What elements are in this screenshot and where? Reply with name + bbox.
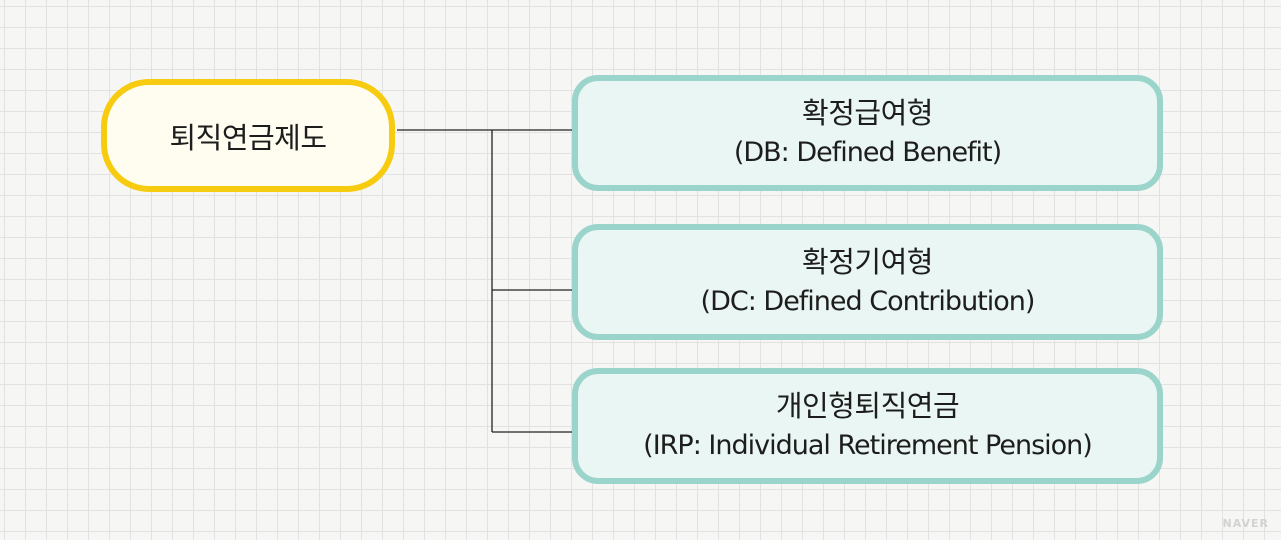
root-node-retirement-pension: 퇴직연금제도	[101, 79, 395, 192]
naver-watermark: NAVER	[1222, 517, 1269, 530]
child-node-title: 확정기여형	[802, 245, 933, 279]
child-node-subtitle: (IRP: Individual Retirement Pension)	[643, 430, 1093, 461]
child-node-title: 개인형퇴직연금	[775, 389, 960, 423]
child-node-subtitle: (DB: Defined Benefit)	[733, 137, 1002, 168]
child-node-individual-retirement-pension: 개인형퇴직연금 (IRP: Individual Retirement Pens…	[572, 368, 1163, 484]
child-node-subtitle: (DC: Defined Contribution)	[700, 286, 1036, 317]
child-node-defined-benefit: 확정급여형 (DB: Defined Benefit)	[572, 75, 1163, 191]
root-node-label: 퇴직연금제도	[169, 120, 327, 155]
child-node-title: 확정급여형	[802, 96, 933, 130]
child-node-defined-contribution: 확정기여형 (DC: Defined Contribution)	[572, 224, 1163, 340]
